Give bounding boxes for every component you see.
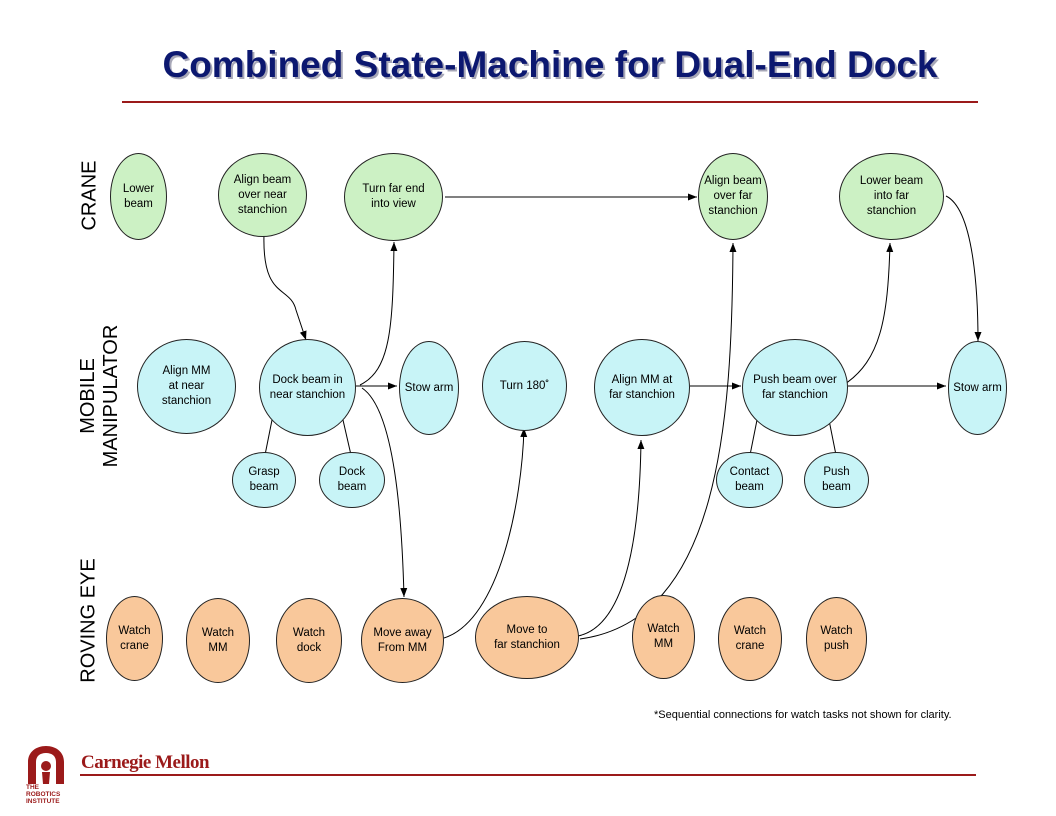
edge-dock-to-grasp [264,419,273,456]
state-watch-mm-2: Watch MM [632,595,695,679]
substate-push-beam: Push beam [804,452,869,508]
edge-dock-to-dock-beam [342,419,352,456]
edge-move-to-far-to-align-beam-far [579,242,737,640]
edge-lower-far-to-stow-arm [945,195,982,342]
state-align-mm-far: Align MM at far stanchion [594,339,690,436]
state-stow-arm-2: Stow arm [948,341,1007,435]
title-divider [122,101,978,103]
edge-push-to-lower-far [844,242,894,385]
carnegie-mellon-wordmark: Carnegie Mellon [81,752,210,773]
edge-move-away-to-turn-180 [443,427,528,639]
footer-divider [80,774,976,776]
footnote: *Sequential connections for watch tasks … [654,709,952,721]
state-align-mm-near: Align MM at near stanchion [137,339,236,434]
state-dock-beam-near: Dock beam in near stanchion [259,339,356,436]
state-lower-beam: Lower beam [110,153,167,240]
edge-push-to-push-beam [828,419,837,456]
edge-dock-to-turn-far-end [359,241,398,386]
page-title: Combined State-Machine for Dual-End Dock [162,44,938,85]
state-align-beam-far-stanchion: Align beam over far stanchion [698,153,768,240]
robotics-institute-wordmark: THE ROBOTICS INSTITUTE [26,784,66,805]
state-watch-crane-1: Watch crane [106,596,163,681]
edge-align-near-to-dock [263,233,307,341]
state-turn-far-end: Turn far end into view [344,153,443,241]
state-watch-crane-2: Watch crane [718,597,782,681]
state-watch-push: Watch push [806,597,867,681]
edge-dock-to-move-away [361,387,408,598]
substate-contact-beam: Contact beam [716,452,783,508]
institute-text: THE ROBOTICS INSTITUTE [26,784,61,805]
state-align-beam-near-stanchion: Align beam over near stanchion [218,153,307,237]
state-turn-180: Turn 180˚ [482,341,567,431]
edge-push-to-contact [749,419,758,456]
state-lower-beam-far-stanchion: Lower beam into far stanchion [839,153,944,240]
edge-move-to-far-to-align-mm-far [577,439,645,637]
state-watch-dock: Watch dock [276,598,342,683]
robotics-institute-logo-icon [28,746,64,784]
state-stow-arm-1: Stow arm [399,341,459,435]
substate-dock-beam: Dock beam [319,452,385,508]
state-push-beam-far: Push beam over far stanchion [742,339,848,436]
state-watch-mm-1: Watch MM [186,598,250,683]
state-move-away-from-mm: Move away From MM [361,598,444,683]
state-move-to-far-stanchion: Move to far stanchion [475,596,579,679]
substate-grasp-beam: Grasp beam [232,452,296,508]
